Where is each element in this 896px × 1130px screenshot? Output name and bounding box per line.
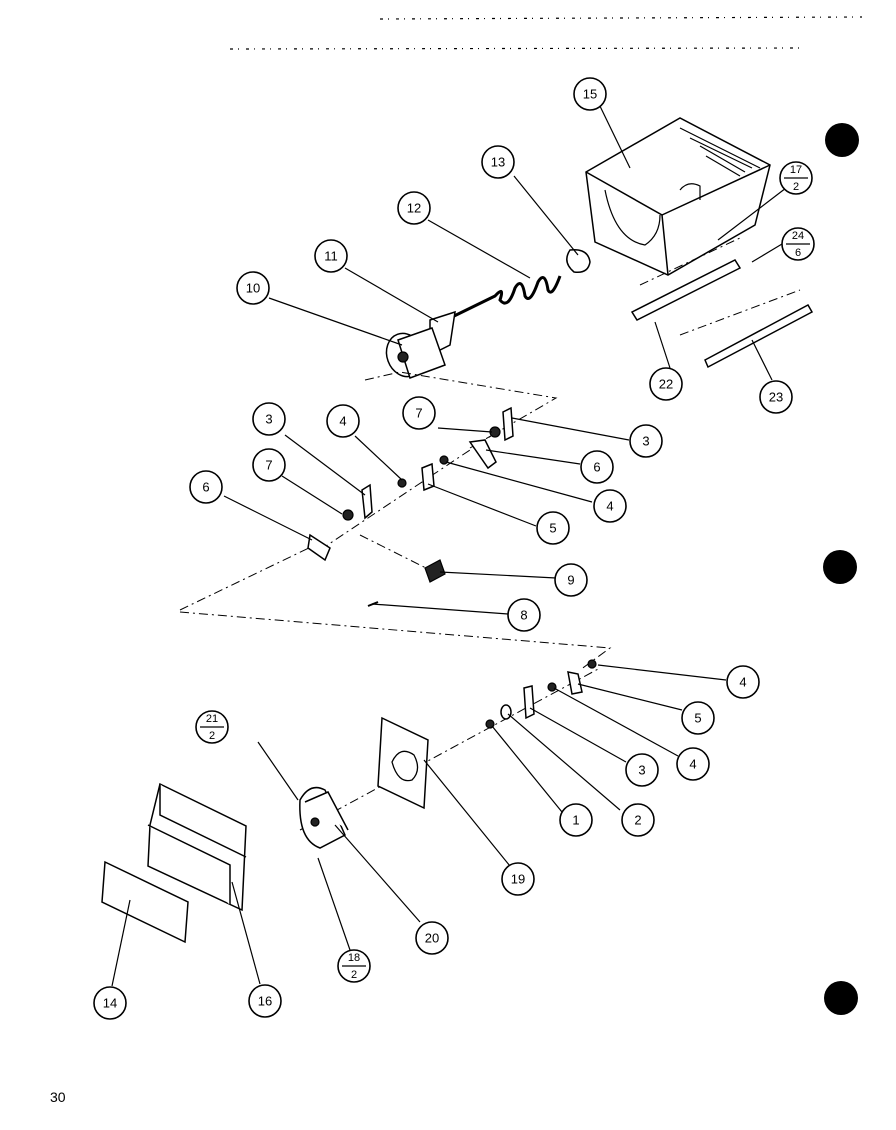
callout-10: 10 — [236, 271, 270, 305]
bottom-hardware — [299, 659, 601, 831]
callout-1: 1 — [559, 803, 593, 837]
callout-17-2: 17 2 — [779, 161, 813, 195]
svg-text:17: 17 — [790, 164, 802, 176]
svg-text:2: 2 — [793, 181, 799, 193]
binder-hole-middle — [823, 550, 857, 584]
callout-7-upper: 7 — [402, 396, 436, 430]
svg-text:20: 20 — [425, 931, 439, 946]
svg-text:2: 2 — [634, 813, 641, 828]
svg-text:3: 3 — [265, 412, 272, 427]
svg-text:6: 6 — [795, 247, 801, 259]
svg-text:11: 11 — [324, 249, 338, 264]
svg-text:15: 15 — [583, 87, 597, 102]
callout-19: 19 — [501, 862, 535, 896]
slide-rails — [630, 237, 814, 369]
svg-text:19: 19 — [511, 872, 525, 887]
svg-text:1: 1 — [572, 813, 579, 828]
callout-6-right: 6 — [580, 450, 614, 484]
callout-2: 2 — [621, 803, 655, 837]
svg-text:16: 16 — [258, 994, 272, 1009]
assembly-line-top — [364, 371, 558, 449]
svg-text:21: 21 — [206, 713, 218, 725]
callout-23: 23 — [759, 380, 793, 414]
svg-text:4: 4 — [339, 414, 346, 429]
svg-text:7: 7 — [265, 458, 272, 473]
svg-text:8: 8 — [520, 608, 527, 623]
callout-4-lower: 4 — [676, 747, 710, 781]
callout-4-lower-right: 4 — [726, 665, 760, 699]
svg-text:9: 9 — [567, 573, 574, 588]
scan-artifact-top — [229, 16, 863, 50]
callout-3-upper-left: 3 — [252, 402, 286, 436]
callout-4-middle: 4 — [593, 489, 627, 523]
callout-14: 14 — [93, 986, 127, 1020]
svg-text:2: 2 — [209, 730, 215, 742]
callout-11: 11 — [314, 239, 348, 273]
callout-5-middle: 5 — [536, 511, 570, 545]
callout-15: 15 — [573, 77, 607, 111]
svg-text:23: 23 — [769, 390, 783, 405]
leader-lines — [111, 101, 787, 987]
svg-text:5: 5 — [549, 521, 556, 536]
dispenser-front-panel — [147, 782, 247, 912]
callout-12: 12 — [397, 191, 431, 225]
svg-text:10: 10 — [246, 281, 260, 296]
binder-hole-bottom — [824, 981, 858, 1015]
svg-text:18: 18 — [348, 952, 360, 964]
svg-text:4: 4 — [606, 499, 613, 514]
callout-21-2: 21 2 — [195, 710, 229, 744]
callout-16: 16 — [248, 984, 282, 1018]
svg-text:4: 4 — [689, 757, 696, 772]
svg-text:22: 22 — [659, 377, 673, 392]
dispenser-window — [101, 860, 189, 944]
callout-7-lower: 7 — [252, 448, 286, 482]
svg-text:6: 6 — [593, 460, 600, 475]
ice-bucket — [585, 117, 771, 276]
callout-5-lower: 5 — [681, 701, 715, 735]
svg-text:13: 13 — [491, 155, 505, 170]
auger-assembly — [385, 249, 591, 379]
motor-mounting-plate — [377, 716, 429, 810]
callout-8: 8 — [507, 598, 541, 632]
svg-text:2: 2 — [351, 969, 357, 981]
callout-9: 9 — [554, 563, 588, 597]
svg-text:12: 12 — [407, 201, 421, 216]
binder-hole-top — [825, 123, 859, 157]
assembly-line-middle — [179, 611, 612, 671]
callout-20: 20 — [415, 921, 449, 955]
svg-text:5: 5 — [694, 711, 701, 726]
middle-hardware — [179, 406, 514, 611]
svg-text:4: 4 — [739, 675, 746, 690]
svg-text:6: 6 — [202, 480, 209, 495]
svg-text:3: 3 — [642, 434, 649, 449]
svg-text:24: 24 — [792, 230, 804, 242]
callout-18-2: 18 2 — [337, 949, 371, 983]
svg-text:7: 7 — [415, 406, 422, 421]
svg-text:3: 3 — [638, 763, 645, 778]
drive-motor — [299, 786, 349, 849]
callout-3-upper-right: 3 — [629, 424, 663, 458]
callout-13: 13 — [481, 145, 515, 179]
callout-24-6: 24 6 — [781, 227, 815, 261]
callout-3-lower: 3 — [625, 753, 659, 787]
callout-22: 22 — [649, 367, 683, 401]
callout-4-upper: 4 — [326, 404, 360, 438]
page-number: 30 — [50, 1089, 66, 1105]
svg-text:14: 14 — [103, 996, 117, 1011]
callout-6-left: 6 — [189, 470, 223, 504]
